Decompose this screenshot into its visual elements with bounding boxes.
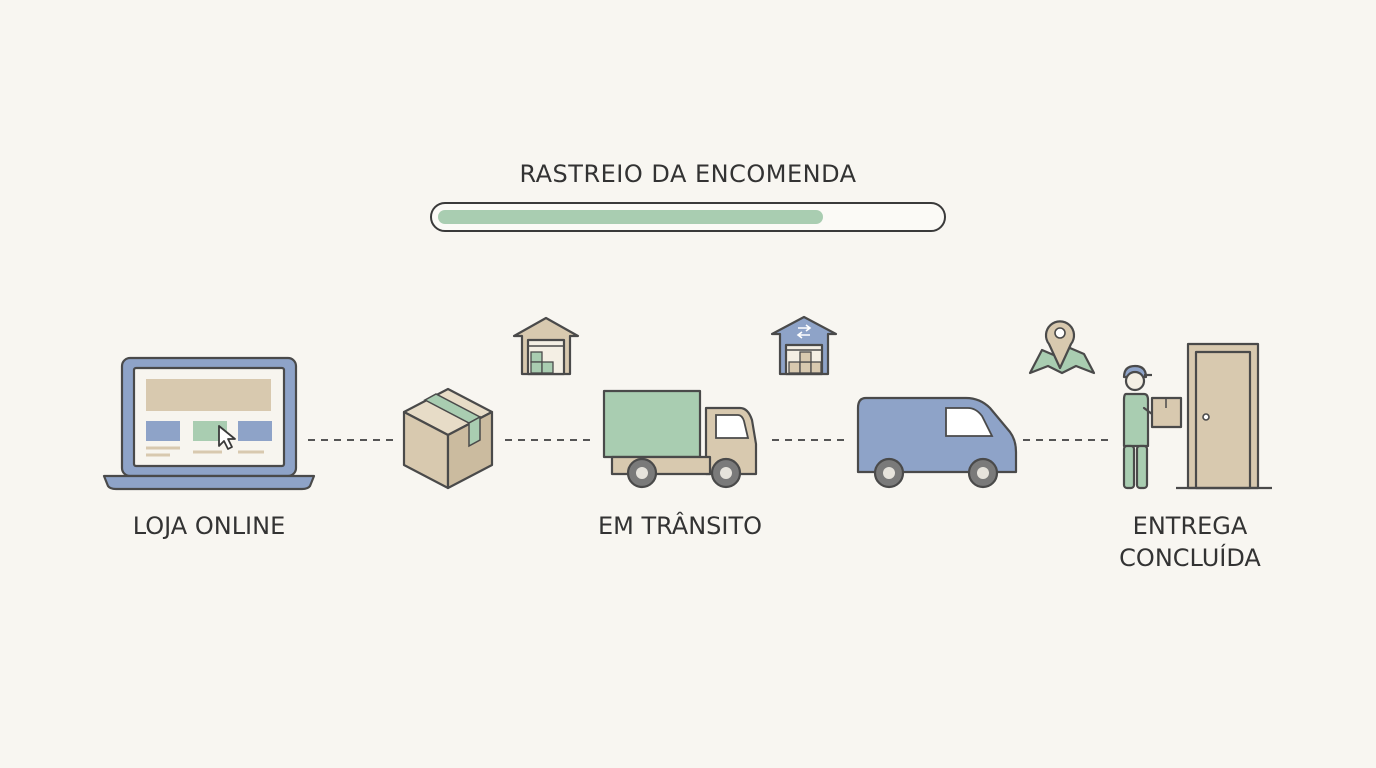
progress-bar-fill <box>438 210 823 224</box>
warehouse-transfer-icon <box>770 315 838 376</box>
entrega-line-1: ENTREGA <box>1132 512 1248 540</box>
door-icon <box>1176 342 1272 490</box>
laptop-icon <box>102 356 316 491</box>
page-title: RASTREIO DA ENCOMENDA <box>519 160 857 188</box>
tracking-progress-bar <box>430 202 946 232</box>
entrega-line-2: CONCLUÍDA <box>1119 544 1261 572</box>
map-pin-icon <box>1028 320 1096 375</box>
step-label-loja-online: LOJA ONLINE <box>132 512 286 540</box>
courier-icon <box>1122 364 1183 490</box>
van-icon <box>856 396 1018 489</box>
warehouse-icon <box>512 316 580 376</box>
truck-icon <box>602 389 758 489</box>
step-label-em-transito: EM TRÂNSITO <box>597 512 763 540</box>
package-box-icon <box>402 387 494 490</box>
step-label-entrega-concluida: ENTREGA CONCLUÍDA <box>1065 510 1315 574</box>
